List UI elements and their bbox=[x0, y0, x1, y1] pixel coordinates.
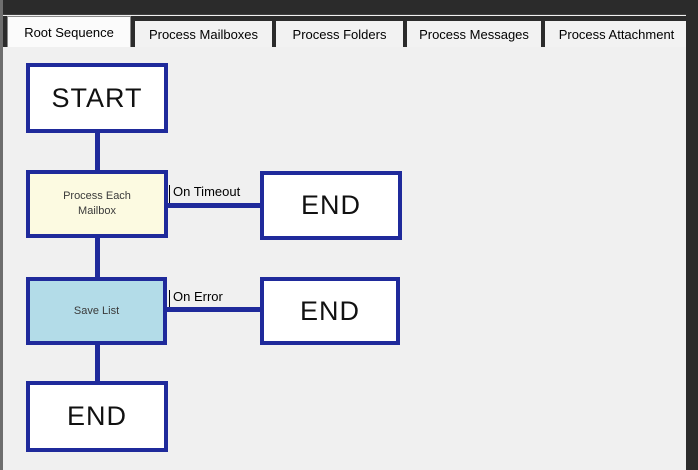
window-left-border bbox=[0, 0, 3, 470]
node-save-list[interactable]: Save List bbox=[26, 277, 167, 345]
connector-save-to-end bbox=[95, 345, 100, 381]
edge-label-on-timeout: On Timeout bbox=[169, 185, 240, 203]
tab-process-mailboxes[interactable]: Process Mailboxes bbox=[135, 21, 272, 47]
tab-process-folders[interactable]: Process Folders bbox=[276, 21, 403, 47]
tab-root-sequence[interactable]: Root Sequence bbox=[7, 16, 131, 47]
tab-process-messages[interactable]: Process Messages bbox=[407, 21, 541, 47]
connector-on-timeout bbox=[168, 203, 260, 208]
connector-on-error bbox=[167, 307, 260, 312]
connector-start-to-process bbox=[95, 133, 100, 170]
node-end-on-error[interactable]: END bbox=[260, 277, 400, 345]
node-process-label: Process Each Mailbox bbox=[63, 190, 131, 217]
node-end-on-timeout[interactable]: END bbox=[260, 171, 402, 240]
node-process-each-mailbox[interactable]: Process Each Mailbox bbox=[26, 170, 168, 238]
tab-process-attachment[interactable]: Process Attachment bbox=[545, 21, 688, 47]
flowchart-canvas: On Timeout On Error START Process Each M… bbox=[3, 47, 686, 470]
edge-label-on-error: On Error bbox=[169, 290, 223, 307]
window-right-panel-edge bbox=[686, 0, 698, 470]
node-end-main[interactable]: END bbox=[26, 381, 168, 452]
window-top-bar bbox=[0, 0, 698, 15]
connector-process-to-save bbox=[95, 238, 100, 277]
node-start[interactable]: START bbox=[26, 63, 168, 133]
